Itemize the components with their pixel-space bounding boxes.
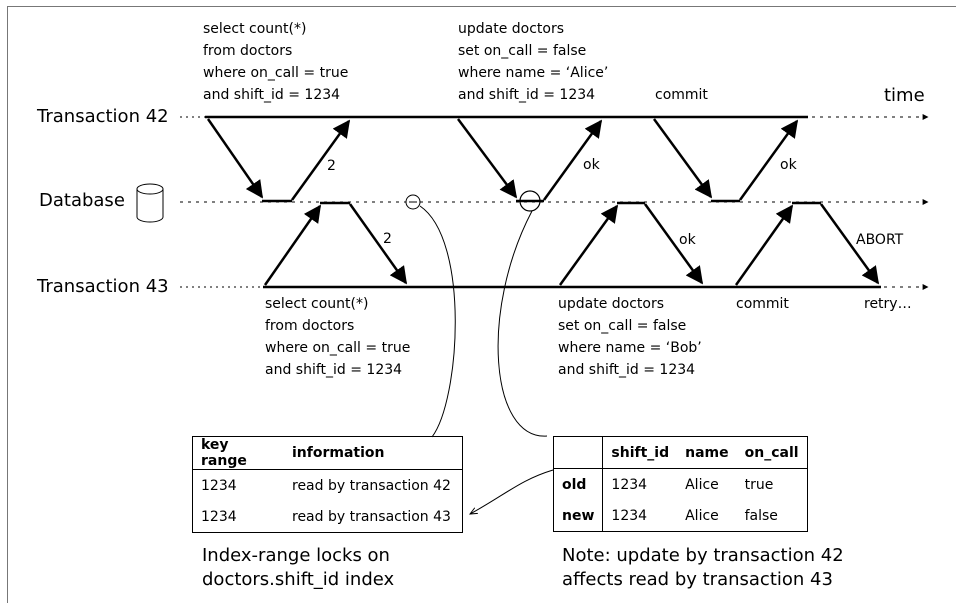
lane-label-transaction-42: Transaction 42 <box>37 106 169 127</box>
t42-update-query: update doctors set on_call = false where… <box>458 21 609 103</box>
cell-shift-id: 1234 <box>611 476 648 493</box>
cell-name: Alice <box>685 476 719 493</box>
t43-retry-label: retry… <box>864 296 912 312</box>
t43-update-ok: ok <box>679 232 696 248</box>
table-row: 1234 read by transaction 42 <box>193 470 463 502</box>
row-label-old: old <box>553 468 604 500</box>
t43-abort-response: ABORT <box>856 232 904 248</box>
table-header-row: shift_id name on_call <box>553 436 808 469</box>
t43-select-query: select count(*) from doctors where on_ca… <box>265 296 411 378</box>
range-lock-connector <box>419 205 456 438</box>
t43-select-trip <box>263 201 408 286</box>
header-shift-id: shift_id <box>602 436 678 469</box>
time-axis-label: time <box>884 85 925 106</box>
row-version-table: shift_id name on_call old 1234 Alice tru… <box>553 436 808 532</box>
cell-name: Alice <box>685 507 719 524</box>
header-key-range: key range <box>192 436 284 470</box>
lane-label-transaction-43: Transaction 43 <box>37 276 169 297</box>
table-row: 1234 read by transaction 43 <box>193 501 463 533</box>
t42-update-trip <box>456 118 603 203</box>
t43-count-response: 2 <box>383 231 392 247</box>
t42-commit-label: commit <box>655 87 708 103</box>
row-to-range-arrow <box>470 469 554 514</box>
row-update-marker <box>519 190 541 212</box>
lane-label-database: Database <box>39 190 125 211</box>
table-row: new 1234 Alice false <box>553 500 808 532</box>
t42-commit-ok: ok <box>780 157 797 173</box>
t42-update-ok: ok <box>583 157 600 173</box>
header-name: name <box>677 436 737 469</box>
row-label-new: new <box>553 500 604 532</box>
t43-commit-trip <box>734 201 880 286</box>
index-range-lock-table: key range information 1234 read by trans… <box>192 436 463 533</box>
row-update-caption: Note: update by transaction 42 affects r… <box>562 545 844 590</box>
diagram-frame <box>7 6 956 603</box>
cell-on-call: true <box>744 476 774 493</box>
table-header-row: key range information <box>192 436 463 470</box>
table-row: old 1234 Alice true <box>553 468 808 500</box>
header-information: information <box>284 436 463 470</box>
cell-key-range: 1234 <box>201 477 237 494</box>
cell-information: read by transaction 42 <box>292 477 451 494</box>
t42-select-query: select count(*) from doctors where on_ca… <box>203 21 349 103</box>
header-version <box>553 436 604 469</box>
t43-update-query: update doctors set on_call = false where… <box>558 296 702 378</box>
t43-update-trip <box>558 201 704 286</box>
header-on-call: on_call <box>736 436 808 469</box>
cell-shift-id: 1234 <box>611 507 648 524</box>
range-lock-caption: Index-range locks on doctors.shift_id in… <box>202 545 395 590</box>
t42-select-trip <box>206 118 351 203</box>
row-update-connector <box>497 210 548 437</box>
cell-information: read by transaction 43 <box>292 508 451 525</box>
cell-on-call: false <box>744 507 778 524</box>
t42-commit-trip <box>652 118 799 203</box>
database-icon <box>136 183 164 223</box>
t43-commit-label: commit <box>736 296 789 312</box>
cell-key-range: 1234 <box>201 508 237 525</box>
t42-count-response: 2 <box>327 158 336 174</box>
